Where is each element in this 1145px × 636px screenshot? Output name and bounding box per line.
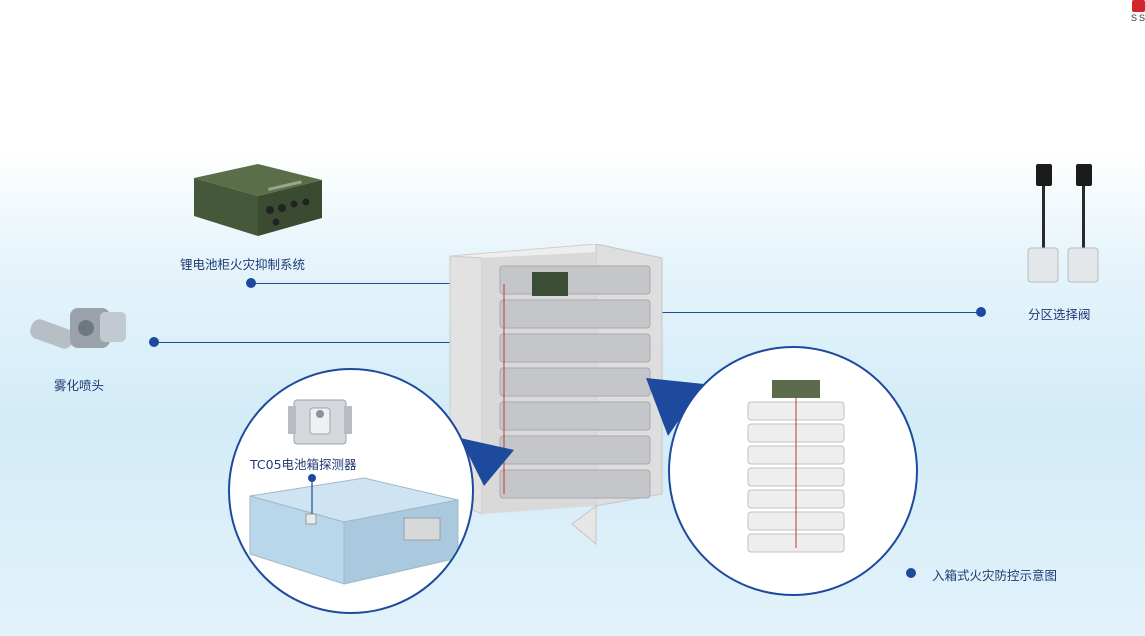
zone-valve-leader bbox=[520, 312, 978, 313]
suppression-controller-image bbox=[188, 158, 328, 238]
diagram-caption: 入箱式火灾防控示意图 bbox=[932, 568, 1058, 583]
brand-logo: SS bbox=[1128, 0, 1145, 28]
right-callout-pointer bbox=[646, 378, 704, 436]
nozzle-dot bbox=[149, 337, 159, 347]
suppression-system-label: 锂电池柜火灾抑制系统 bbox=[180, 257, 306, 272]
left-callout-pointer bbox=[460, 438, 514, 486]
in-box-protection-circle bbox=[668, 346, 918, 596]
zone-valve-image bbox=[1022, 162, 1108, 290]
battery-box-image bbox=[249, 474, 459, 585]
zone-valve-dot bbox=[976, 307, 986, 317]
nozzle-leader bbox=[158, 342, 518, 343]
nozzle-image bbox=[26, 296, 132, 362]
zone-valve-label: 分区选择阀 bbox=[1028, 307, 1091, 322]
suppression-system-dot bbox=[246, 278, 256, 288]
nozzle-label: 雾化喷头 bbox=[54, 378, 105, 393]
logo-text: SS bbox=[1131, 13, 1145, 23]
diagram-caption-dot bbox=[906, 568, 916, 578]
detector-detail-circle: TC05电池箱探测器 bbox=[228, 368, 474, 614]
suppression-system-leader bbox=[255, 283, 517, 284]
battery-cabinet-image bbox=[446, 243, 668, 548]
detector-label: TC05电池箱探测器 bbox=[250, 457, 357, 472]
stacked-modules-image bbox=[747, 380, 845, 553]
logo-mark bbox=[1132, 0, 1145, 12]
detector-image bbox=[288, 399, 352, 445]
